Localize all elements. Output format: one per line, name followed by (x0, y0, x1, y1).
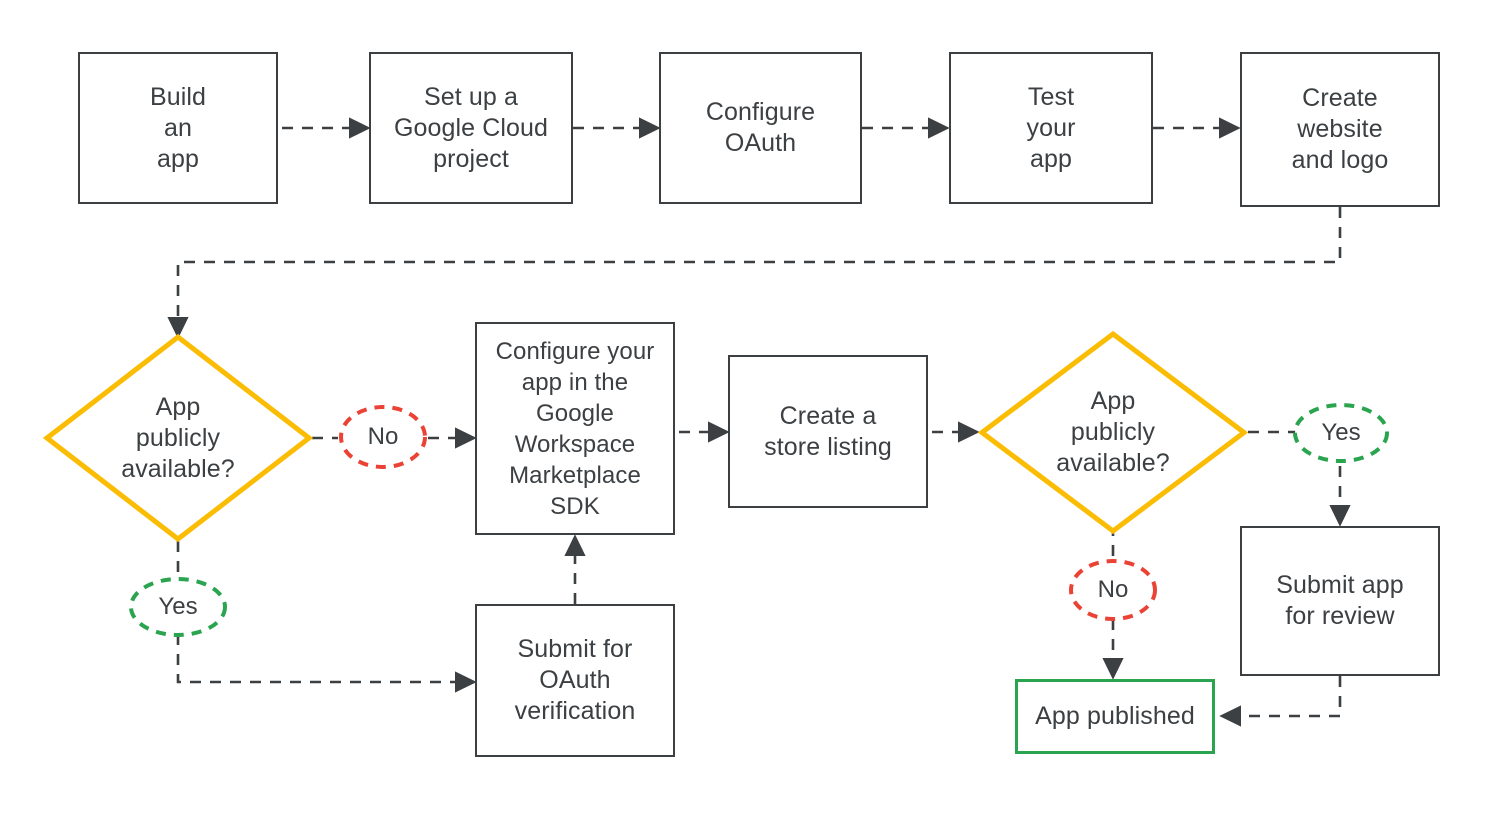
edge-decision-left-yes-b (176, 634, 477, 693)
ellipse-shape (1293, 403, 1389, 463)
node-create-website-and-logo[interactable]: Create website and logo (1240, 52, 1440, 207)
ellipse-shape (129, 577, 227, 637)
ellipse-shape (1069, 559, 1157, 621)
node-label: Submit for OAuth verification (514, 635, 636, 725)
node-label: Configure your app in the Google Workspa… (495, 337, 655, 520)
node-label: App published (1035, 702, 1195, 730)
node-submit-app-for-review[interactable]: Submit app for review (1240, 526, 1440, 676)
edge-website-to-decision-left (167, 207, 1342, 339)
edge-label-text: No (1097, 576, 1129, 603)
node-build-an-app[interactable]: Build an app (78, 52, 278, 204)
edge-label-yes-left: Yes (128, 576, 228, 638)
node-create-store-listing[interactable]: Create a store listing (728, 355, 928, 508)
node-label: App publicly available? (121, 392, 235, 483)
node-test-your-app[interactable]: Test your app (949, 52, 1153, 204)
node-label: App publicly available? (1056, 387, 1170, 477)
node-configure-oauth[interactable]: Configure OAuth (659, 52, 862, 204)
node-label: Configure OAuth (705, 98, 816, 157)
edge-label-no-right: No (1068, 558, 1158, 622)
node-label: Create a store listing (764, 401, 892, 461)
ellipse-shape (339, 405, 427, 469)
node-decision-public-left[interactable]: App publicly available? (43, 333, 313, 543)
edge-label-text: No (367, 423, 399, 450)
diamond-shape (978, 330, 1248, 535)
node-set-up-gcp-project[interactable]: Set up a Google Cloud project (369, 52, 573, 204)
edge-label-no-left: No (338, 404, 428, 470)
node-app-published[interactable]: App published (1015, 679, 1215, 754)
node-label: Submit app for review (1276, 571, 1404, 630)
edge-label-text: Yes (1321, 419, 1361, 446)
node-label: Set up a Google Cloud project (393, 82, 549, 173)
edge-label-text: Yes (158, 593, 198, 620)
node-decision-public-right[interactable]: App publicly available? (978, 330, 1248, 535)
diamond-shape (43, 333, 313, 543)
node-label: Build an app (149, 82, 207, 173)
node-label: Create website and logo (1291, 84, 1389, 174)
edge-label-yes-right: Yes (1292, 402, 1390, 464)
node-configure-app-sdk[interactable]: Configure your app in the Google Workspa… (475, 322, 675, 535)
edge-review-to-app-published (1219, 676, 1342, 727)
node-label: Test your app (1026, 82, 1076, 173)
node-submit-oauth-verification[interactable]: Submit for OAuth verification (475, 604, 675, 757)
